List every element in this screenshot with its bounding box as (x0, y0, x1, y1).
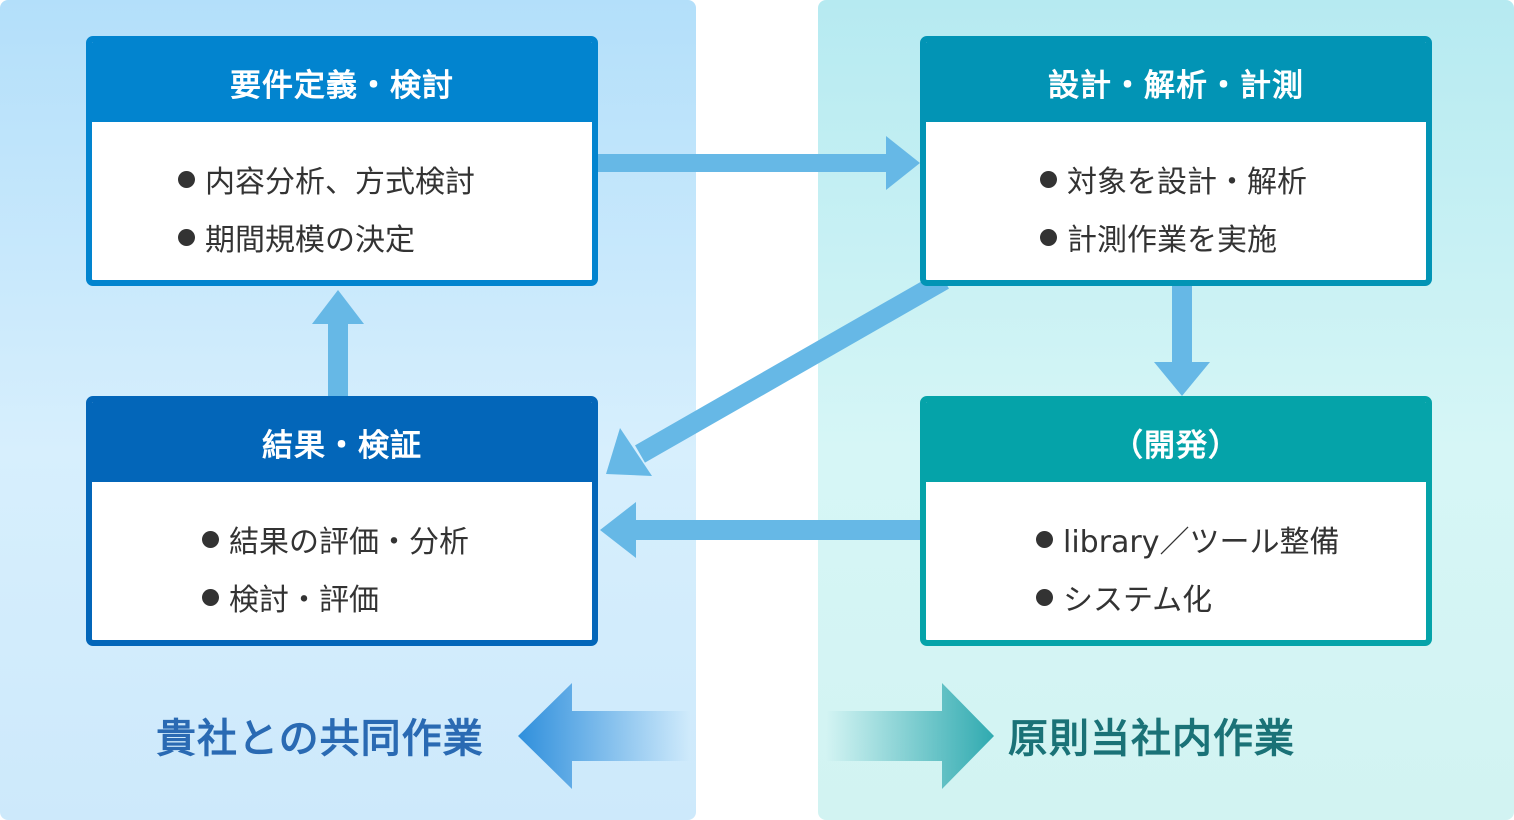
bullet-icon (202, 530, 219, 548)
results-item: 結果の評価・分析 (202, 510, 592, 568)
results-item: 検討・評価 (202, 568, 592, 626)
arrow-requirements-to-design (598, 136, 920, 190)
development-box: （開発） library／ツール整備 システム化 (920, 396, 1432, 646)
arrow-development-to-results (600, 502, 922, 558)
design-box: 設計・解析・計測 対象を設計・解析 計測作業を実施 (920, 36, 1432, 286)
results-title: 結果・検証 (92, 402, 592, 482)
bullet-icon (1036, 530, 1053, 548)
development-title: （開発） (926, 402, 1426, 482)
bullet-icon (178, 228, 195, 246)
requirements-title: 要件定義・検討 (92, 42, 592, 122)
footer-arrow-left (518, 683, 690, 789)
bullet-icon (1040, 170, 1057, 188)
arrow-design-to-development (1154, 284, 1210, 396)
in-house-work-label: 原則当社内作業 (1008, 716, 1295, 762)
development-item: システム化 (1036, 568, 1426, 626)
requirements-item: 期間規模の決定 (178, 208, 592, 266)
arrow-results-to-requirements (312, 290, 364, 396)
development-item: library／ツール整備 (1036, 510, 1426, 568)
results-box: 結果・検証 結果の評価・分析 検討・評価 (86, 396, 598, 646)
joint-work-label: 貴社との共同作業 (156, 716, 484, 762)
design-title: 設計・解析・計測 (926, 42, 1426, 122)
requirements-item: 内容分析、方式検討 (178, 150, 592, 208)
design-item: 計測作業を実施 (1040, 208, 1426, 266)
arrow-design-to-results (606, 271, 949, 476)
bullet-icon (1036, 588, 1053, 606)
design-item: 対象を設計・解析 (1040, 150, 1426, 208)
bullet-icon (178, 170, 195, 188)
bullet-icon (1040, 228, 1057, 246)
footer-arrow-right (826, 683, 994, 789)
requirements-box: 要件定義・検討 内容分析、方式検討 期間規模の決定 (86, 36, 598, 286)
bullet-icon (202, 588, 219, 606)
